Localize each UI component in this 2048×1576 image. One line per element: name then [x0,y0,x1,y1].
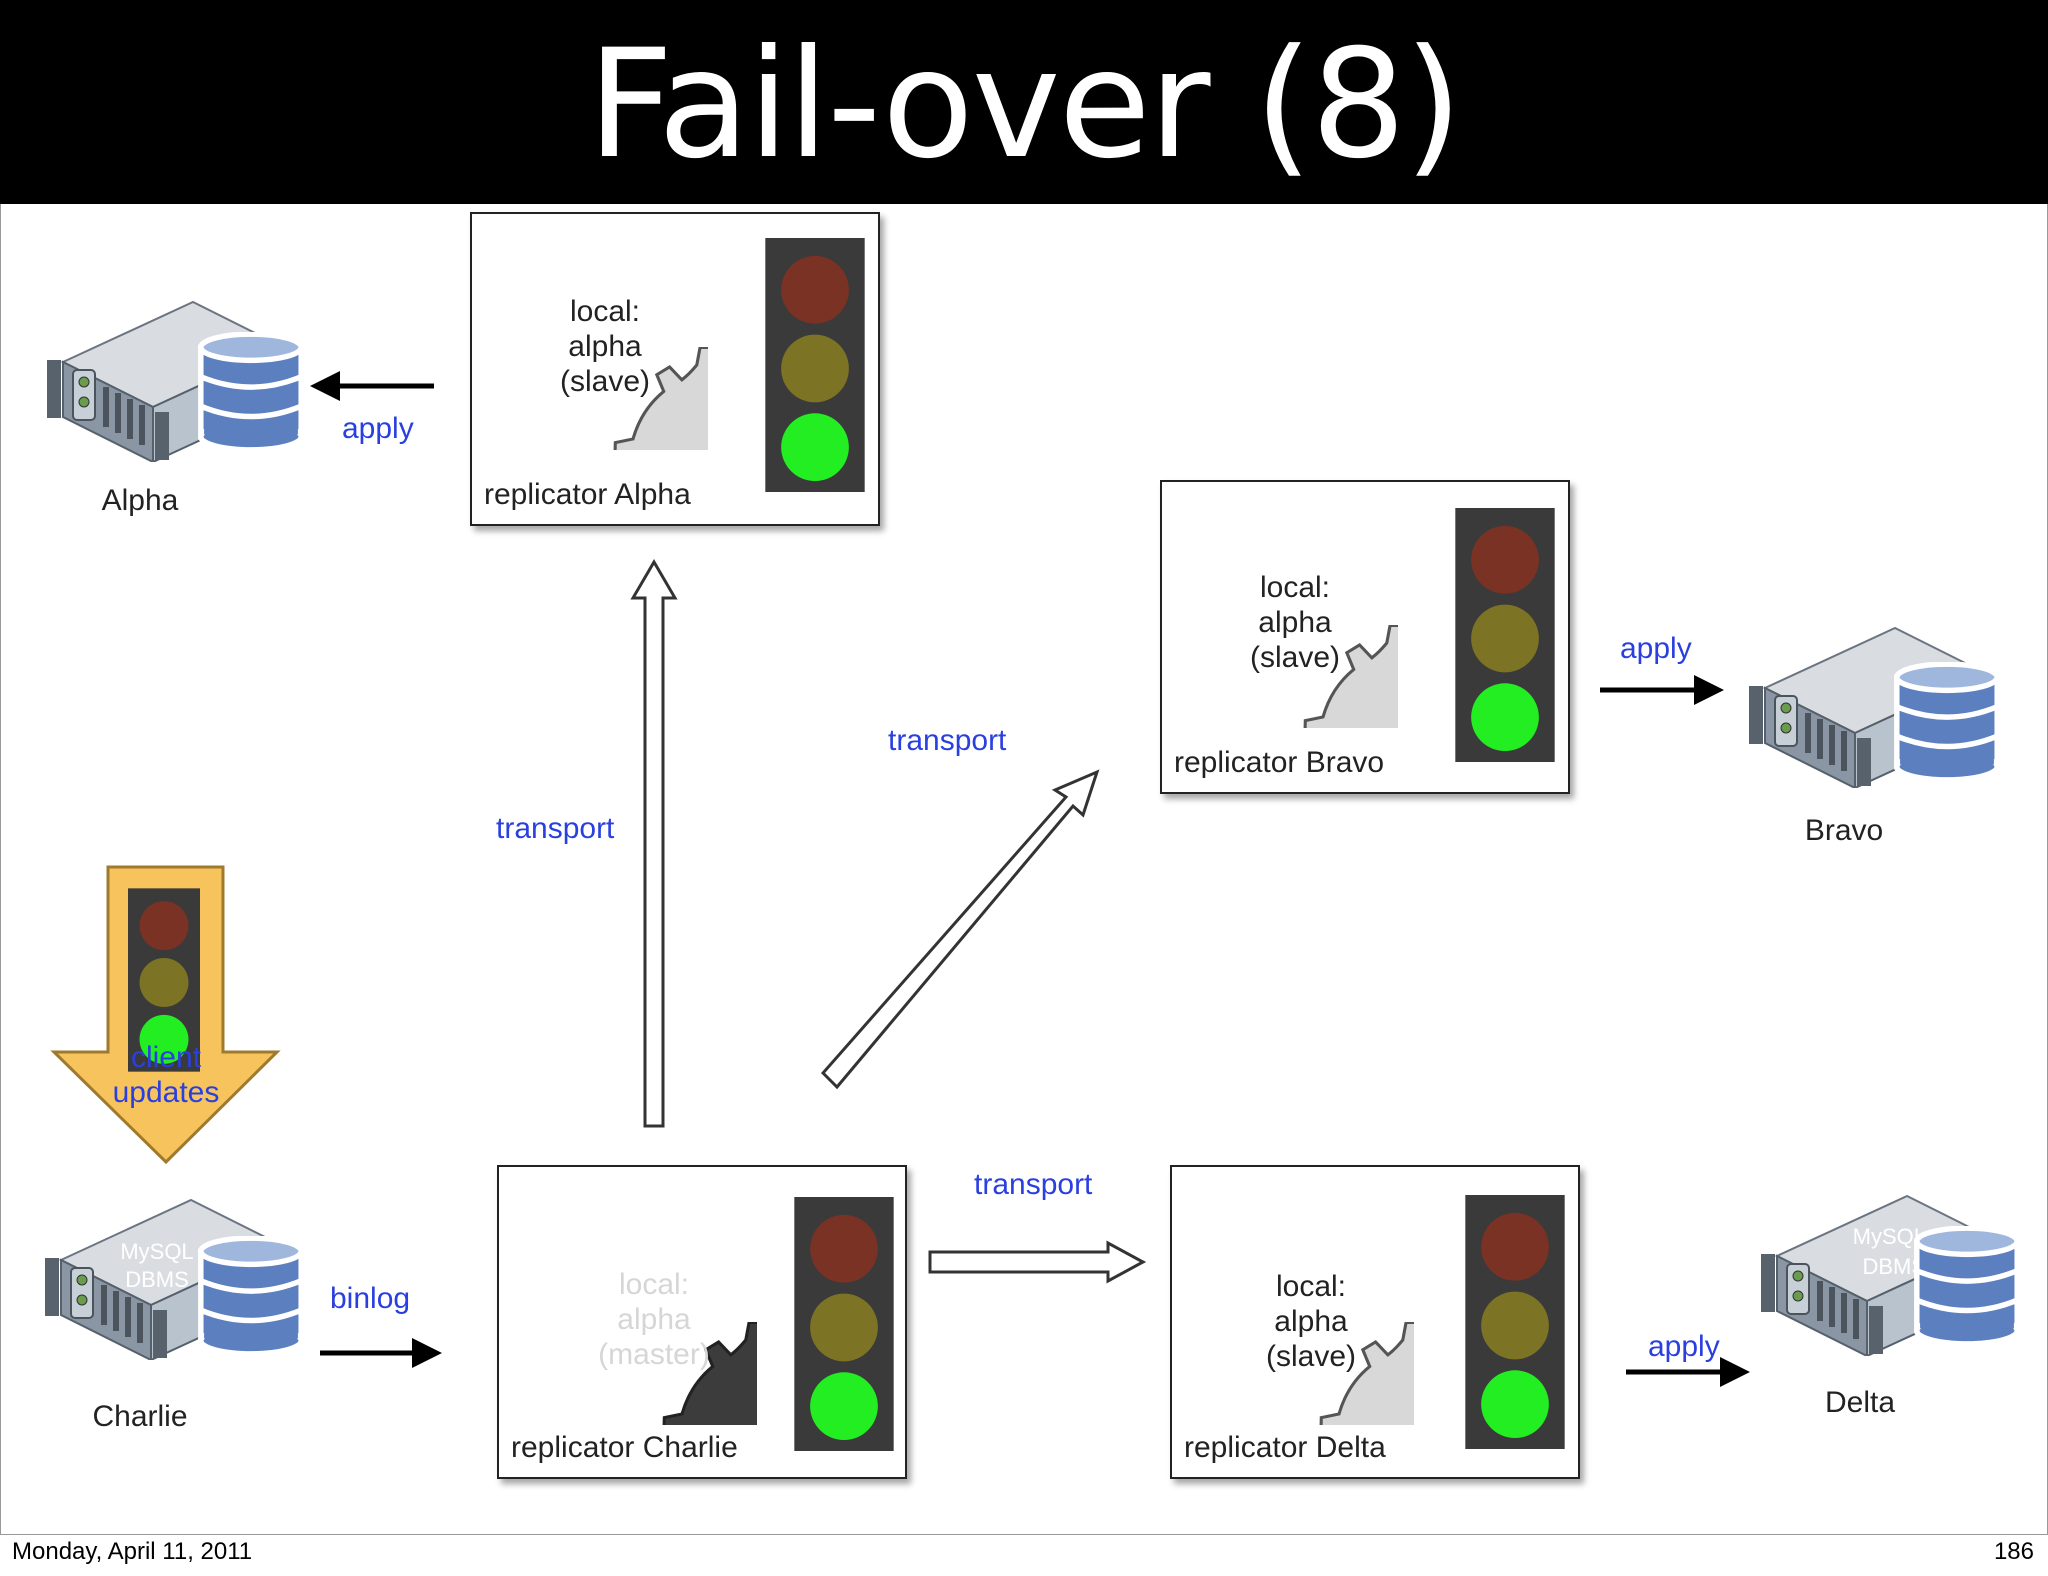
replicator-bravo-label: replicator Bravo [1174,746,1385,779]
cog-text: (slave) [1265,1340,1356,1373]
server-charlie-label: Charlie [92,1400,188,1433]
client-label: client [130,1041,202,1074]
page-number: 186 [1993,1538,2034,1565]
footer-date: Monday, April 11, 2011 [12,1538,253,1565]
arrow-icon [630,559,678,1128]
apply-label: apply [1648,1330,1720,1363]
server-alpha-label: Alpha [101,484,179,517]
transport-label: transport [496,812,615,845]
transport-label: transport [888,724,1007,757]
title-bar [0,0,2048,204]
cog-text: local: [1275,1270,1347,1303]
transport-label: transport [974,1168,1093,1201]
server-delta-label: Delta [1824,1386,1896,1419]
replicator-bravo-box: local: alpha (slave) replicator Bravo [1160,480,1570,794]
replicator-charlie-box: local: alpha (master) replicator Charlie [497,1165,907,1479]
slide-title: Fail-over (8) [587,18,1462,192]
cog-text: local: [569,295,641,328]
server-delta: MySQL DBMS [1752,1186,2002,1356]
apply-label: apply [1620,632,1692,665]
server-bravo-label: Bravo [1804,814,1884,847]
cog-text: (slave) [559,365,650,398]
cog-text: local: [1259,571,1331,604]
apply-label: apply [342,412,414,445]
server-overlay-line: MySQL [1852,1224,1926,1249]
client-label: updates [112,1076,220,1109]
replicator-alpha-label: replicator Alpha [484,478,691,511]
arrow-icon [928,1240,1147,1284]
cog-text: alpha [568,330,642,363]
cog-text: (master) [598,1338,710,1371]
cog-text: (slave) [1249,641,1340,674]
server-charlie: MySQL DBMS [36,1190,286,1360]
replicator-charlie-label: replicator Charlie [511,1431,738,1464]
cog-text: local: [618,1268,690,1301]
binlog-label: binlog [330,1282,411,1315]
replicator-delta-box: local: alpha (slave) replicator Delta [1170,1165,1580,1479]
server-overlay-line: DBMS [125,1267,189,1292]
cog-text: alpha [1274,1305,1348,1338]
replicator-delta-label: replicator Delta [1184,1431,1386,1464]
server-overlay-line: MySQL [120,1239,194,1264]
cog-text: alpha [1258,606,1332,639]
replicator-alpha-box: local: alpha (slave) replicator Alpha [470,212,880,526]
arrow-icon [820,769,1100,1090]
cog-text: alpha [617,1303,691,1336]
